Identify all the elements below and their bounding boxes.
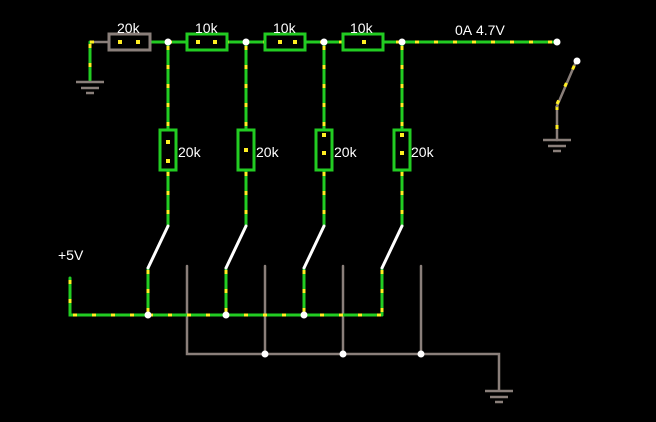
output-switch[interactable] <box>555 57 581 108</box>
ground-symbol-output <box>543 138 571 153</box>
series-resistor-4-label: 10k <box>350 20 374 36</box>
shunt-resistor-4-label: 20k <box>411 144 435 160</box>
meter-current-readout: 0A <box>455 22 473 38</box>
source-voltage-label: +5V <box>58 247 84 263</box>
meter-voltage-readout: 4.7V <box>476 22 505 38</box>
live-network <box>68 40 559 317</box>
shunt-resistor-2-label: 20k <box>256 144 280 160</box>
shunt-resistor-3-label: 20k <box>334 144 358 160</box>
shunt-resistor-2[interactable] <box>236 128 256 172</box>
series-resistor-1-label: 20k <box>117 20 141 36</box>
shunt-resistor-1-label: 20k <box>178 144 202 160</box>
series-resistor-4[interactable] <box>341 32 385 52</box>
shunt-resistor-4[interactable] <box>392 128 412 172</box>
shunt-resistor-1[interactable] <box>158 128 178 172</box>
bit-switch-3[interactable] <box>302 224 326 270</box>
bit-switch-4[interactable] <box>380 224 404 270</box>
bit-switch-1[interactable] <box>146 224 170 270</box>
series-resistor-2-label: 10k <box>195 20 219 36</box>
shunt-resistor-3[interactable] <box>314 128 334 172</box>
series-resistor-3[interactable] <box>263 32 307 52</box>
ground-symbol-left <box>76 80 104 95</box>
ground-symbol-bottom <box>485 389 513 404</box>
series-resistor-3-label: 10k <box>273 20 297 36</box>
ground-network <box>185 264 501 392</box>
series-resistor-2[interactable] <box>185 32 229 52</box>
series-resistor-1[interactable] <box>107 32 152 52</box>
current-flow <box>68 40 559 317</box>
bit-switch-2[interactable] <box>224 224 248 270</box>
junction-nodes <box>144 38 561 358</box>
